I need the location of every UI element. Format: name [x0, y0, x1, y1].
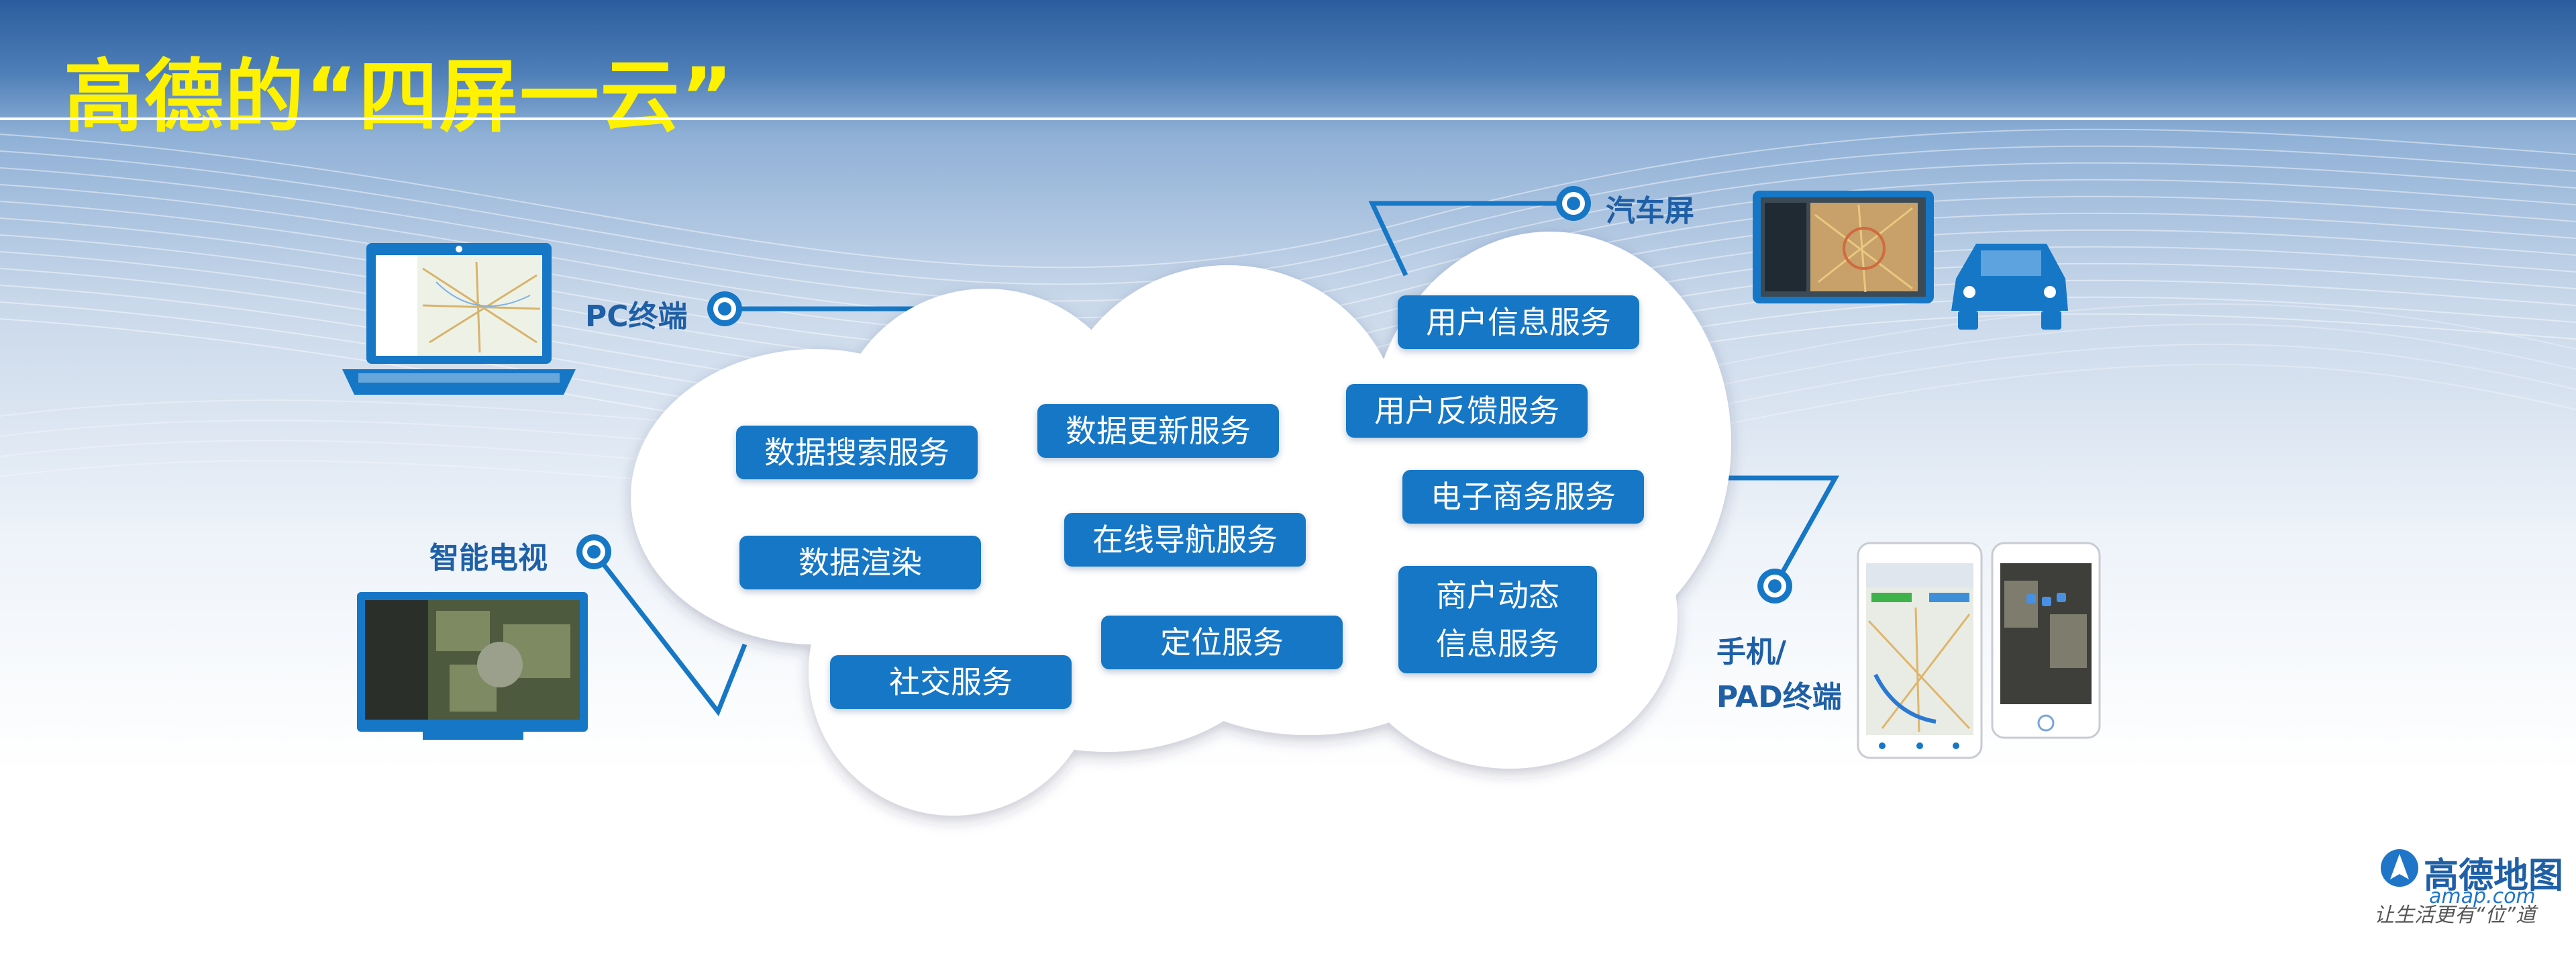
merchant-dynamic-label: 商户动态 [1436, 577, 1559, 614]
positioning-service-button[interactable]: 定位服务 [1101, 616, 1343, 669]
info-service-label: 信息服务 [1436, 626, 1559, 662]
social-service-button[interactable]: 社交服务 [830, 655, 1072, 709]
merchant-dynamic-info-service-button[interactable]: 商户动态 信息服务 [1398, 566, 1597, 673]
mobile-connector-line [1718, 475, 1839, 587]
tablet-icon [1991, 542, 2101, 739]
car-connector-line [1368, 201, 1574, 277]
car-icon [1951, 244, 2068, 330]
amap-logo-icon [2381, 849, 2418, 887]
slide-title: 高德的“四屏一云” [64, 50, 735, 143]
title-divider [0, 117, 2576, 120]
car-screen-label: 汽车屏 [1606, 194, 1694, 228]
user-info-service-button[interactable]: 用户信息服务 [1398, 295, 1639, 349]
mobile-label-line1: 手机/ [1716, 635, 1787, 669]
laptop-icon [342, 243, 576, 395]
pc-terminal-label: PC终端 [585, 299, 688, 334]
amap-url: amap.com [2429, 885, 2536, 908]
smart-tv-icon [357, 592, 588, 740]
car-display-icon [1753, 191, 1934, 303]
amap-brand-name: 高德地图 [2424, 856, 2564, 896]
mobile-label-line2: PAD终端 [1716, 680, 1842, 714]
data-rendering-button[interactable]: 数据渲染 [739, 536, 981, 589]
amap-slogan: 让生活更有“位”道 [2374, 904, 2536, 927]
smartphone-icon [1857, 542, 1983, 759]
online-navigation-service-button[interactable]: 在线导航服务 [1064, 513, 1306, 567]
ecommerce-service-button[interactable]: 电子商务服务 [1402, 470, 1644, 524]
smart-tv-label: 智能电视 [429, 541, 548, 575]
user-feedback-service-button[interactable]: 用户反馈服务 [1346, 384, 1588, 438]
data-search-service-button[interactable]: 数据搜索服务 [736, 426, 978, 479]
tv-connector-line [592, 550, 748, 716]
data-update-service-button[interactable]: 数据更新服务 [1037, 404, 1279, 458]
